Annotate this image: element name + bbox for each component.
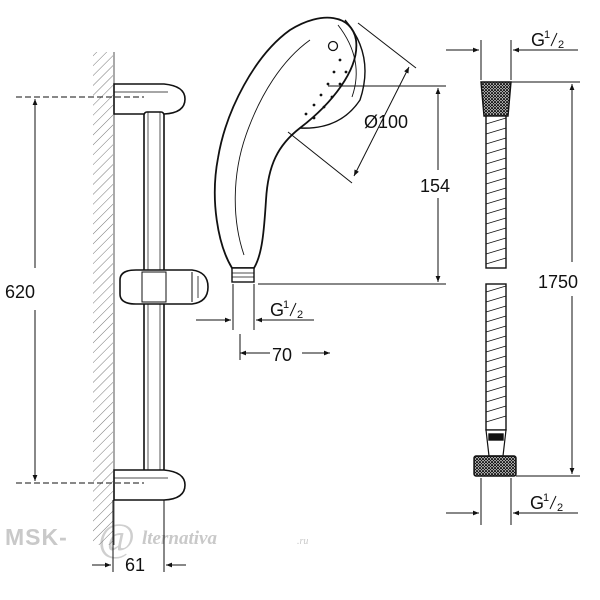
watermark-suffix: lternativa bbox=[142, 528, 217, 549]
dimension-hose-top-thread bbox=[446, 40, 578, 80]
hose-upper-section bbox=[485, 115, 507, 269]
dimension-hose-length bbox=[511, 81, 580, 477]
dimension-hand-shower-length bbox=[258, 85, 446, 285]
hose-bottom-nut bbox=[473, 455, 517, 477]
hose-bottom-thread-den: 2 bbox=[557, 502, 563, 514]
hand-shower-connector bbox=[231, 267, 255, 283]
hand-shower-thread-letter: G bbox=[270, 300, 284, 320]
hand-shower-thread-den: 2 bbox=[297, 309, 303, 321]
watermark-prefix: MSK- bbox=[5, 524, 68, 550]
hand-shower-body bbox=[213, 16, 358, 269]
shower-rail bbox=[113, 83, 209, 501]
hose-top-thread-num: 1 bbox=[544, 29, 550, 41]
hose-top-thread-slash bbox=[550, 32, 558, 47]
hand-shower-diameter-label: Ø100 bbox=[364, 112, 408, 132]
hose-top-nut bbox=[480, 81, 512, 117]
dimension-hose-bottom-thread bbox=[446, 478, 578, 525]
dimension-hand-shower-depth bbox=[239, 334, 330, 360]
hose-bottom-thread-slash bbox=[549, 495, 557, 510]
dimension-bar-height bbox=[16, 96, 144, 484]
hand-shower-depth-label: 70 bbox=[272, 345, 292, 365]
hose-top-thread-letter: G bbox=[531, 30, 545, 50]
dimension-hand-shower-diameter bbox=[287, 22, 417, 184]
hand-shower-thread-slash bbox=[289, 302, 297, 317]
hose-length-label: 1750 bbox=[538, 272, 578, 292]
bottom-wall-bracket bbox=[113, 469, 186, 501]
shower-hose bbox=[473, 81, 517, 477]
hose-top-thread-den: 2 bbox=[558, 39, 564, 51]
wall-hatching bbox=[93, 52, 115, 545]
hand-shower-thread-num: 1 bbox=[283, 299, 289, 311]
top-wall-bracket bbox=[113, 83, 186, 115]
hose-bottom-thread-letter: G bbox=[530, 493, 544, 513]
watermark: MSK- @ lternativa .ru bbox=[5, 515, 308, 560]
hose-bottom-thread-num: 1 bbox=[543, 492, 549, 504]
dimension-bar-depth bbox=[92, 500, 186, 572]
bar-depth-label: 61 bbox=[125, 555, 145, 575]
bar-height-label: 620 bbox=[5, 282, 35, 302]
watermark-domain: .ru bbox=[297, 536, 308, 547]
hand-shower bbox=[213, 16, 366, 283]
dimension-hand-shower-thread bbox=[196, 284, 314, 330]
hand-shower-length-label: 154 bbox=[420, 176, 450, 196]
